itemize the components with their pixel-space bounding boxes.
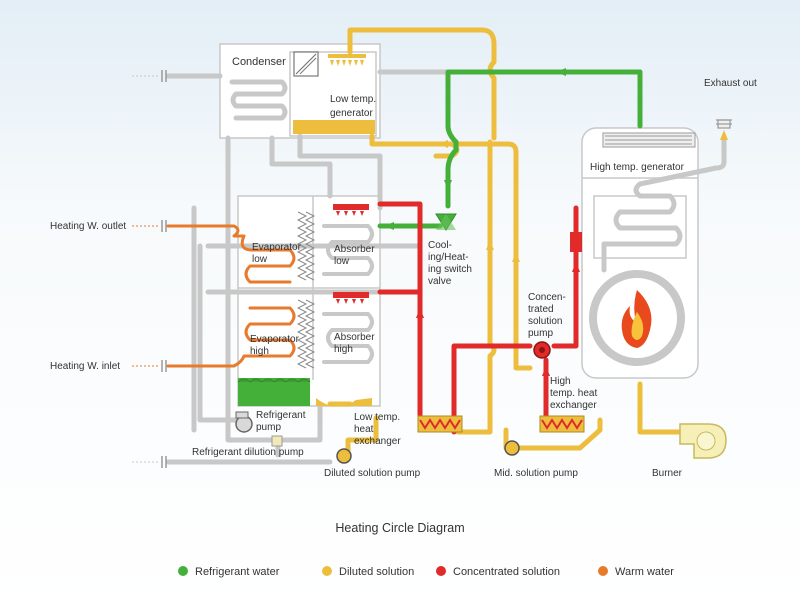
- tube-bundles: [296, 211, 316, 369]
- diagram-title: Heating Circle Diagram: [335, 521, 464, 535]
- high-temp-hx-label-2: temp. heat: [550, 388, 597, 399]
- exhaust-stack: [716, 119, 732, 129]
- legend-swatch-diluted-solution: [322, 566, 332, 576]
- burner-label: Burner: [652, 468, 683, 479]
- high-temp-red-pool: [570, 232, 582, 252]
- absorber-coils: [322, 224, 374, 364]
- diluted-solution-pump-icon: [336, 448, 352, 464]
- evaporator-low-label-1: Evaporator: [252, 242, 302, 253]
- diluted-flow-arrows: [438, 130, 728, 262]
- evaporator-low-label-2: low: [252, 254, 268, 265]
- condenser-label: Condenser: [232, 56, 286, 68]
- low-temp-generator-label-2: generator: [330, 108, 373, 119]
- high-temp-hx-label-3: exchanger: [550, 400, 597, 411]
- high-temp-generator-grid: [602, 132, 696, 148]
- low-temp-hx-label-1: Low temp.: [354, 412, 400, 423]
- legend: Refrigerant water Diluted solution Conce…: [178, 566, 674, 578]
- switch-valve-label-4: valve: [428, 276, 452, 287]
- legend-label-diluted-solution: Diluted solution: [339, 566, 414, 578]
- refrigerant-pool: [237, 378, 311, 406]
- refrigerant-pump-label-1: Refrigerant: [256, 410, 306, 421]
- gray-pointers: [132, 75, 160, 463]
- concentrated-solution-pump-icon: [533, 341, 551, 359]
- low-temp-hx-label-2: heat: [354, 424, 374, 435]
- absorber-spray-drops: [336, 211, 364, 304]
- high-temp-hx-label-1: High: [550, 376, 571, 387]
- absorber-low-label-1: Absorber: [334, 244, 375, 255]
- concentrated-pump-label-3: solution: [528, 316, 562, 327]
- legend-swatch-refrigerant-water: [178, 566, 188, 576]
- concentrated-pump-label-4: pump: [528, 328, 553, 339]
- concentrated-flow-arrows: [416, 262, 580, 376]
- refrigerant-pump-label-2: pump: [256, 422, 281, 433]
- legend-swatch-warm-water: [598, 566, 608, 576]
- switch-valve-label-3: ing switch: [428, 264, 472, 275]
- low-temp-generator-label-1: Low temp.: [330, 94, 376, 105]
- absorber-spray: [333, 204, 369, 298]
- gray-piping: [165, 69, 727, 465]
- absorber-low-label-2: low: [334, 256, 350, 267]
- solution-pools: [293, 120, 375, 407]
- heating-w-inlet-label: Heating W. inlet: [50, 361, 120, 372]
- absorber-high-label-2: high: [334, 344, 353, 355]
- low-temp-generator-box: [289, 51, 377, 137]
- concentrated-pump-label-1: Concen-: [528, 292, 566, 303]
- low-temp-heat-exchanger: [417, 415, 463, 433]
- refrigerant-dilution-pump-icon: [271, 435, 283, 447]
- absorber-high-label-1: Absorber: [334, 332, 375, 343]
- pipe-flanges: [161, 70, 167, 468]
- evaporator-high-label-2: high: [250, 346, 269, 357]
- burner-fan-icon: [679, 423, 727, 459]
- warm-water-piping: [166, 224, 296, 368]
- low-temp-hx-label-3: exchanger: [354, 436, 401, 447]
- mid-solution-pump-label: Mid. solution pump: [494, 468, 578, 479]
- evaporator-high-label-1: Evaporator: [250, 334, 300, 345]
- exhaust-out-label: Exhaust out: [704, 78, 757, 89]
- refrigerant-dilution-pump-label: Refrigerant dilution pump: [192, 447, 304, 458]
- legend-label-refrigerant-water: Refrigerant water: [195, 566, 280, 578]
- condenser-spray: [293, 51, 319, 77]
- low-temp-gen-spray: [328, 54, 366, 66]
- high-temp-generator-label: High temp. generator: [590, 162, 685, 173]
- heating-w-outlet-label: Heating W. outlet: [50, 221, 126, 232]
- refrigerant-flow-arrows: [384, 68, 566, 230]
- diluted-solution-pump-label: Diluted solution pump: [324, 468, 421, 479]
- switch-valve-label-2: ing/Heat-: [428, 252, 469, 263]
- flame-icon: [621, 290, 652, 348]
- concentrated-solution-piping: [377, 201, 579, 435]
- concentrated-pump-label-2: trated: [528, 304, 554, 315]
- legend-swatch-concentrated-solution: [436, 566, 446, 576]
- switch-valve-label-1: Cool-: [428, 240, 452, 251]
- high-temp-heat-exchanger: [539, 415, 585, 433]
- inflow-pointers: [132, 225, 160, 367]
- refrigerant-pump-icon: [235, 411, 253, 433]
- cooling-heating-switch-valve: [435, 213, 457, 231]
- legend-label-warm-water: Warm water: [615, 566, 674, 578]
- legend-label-concentrated-solution: Concentrated solution: [453, 566, 560, 578]
- mid-solution-pump-icon: [504, 440, 520, 456]
